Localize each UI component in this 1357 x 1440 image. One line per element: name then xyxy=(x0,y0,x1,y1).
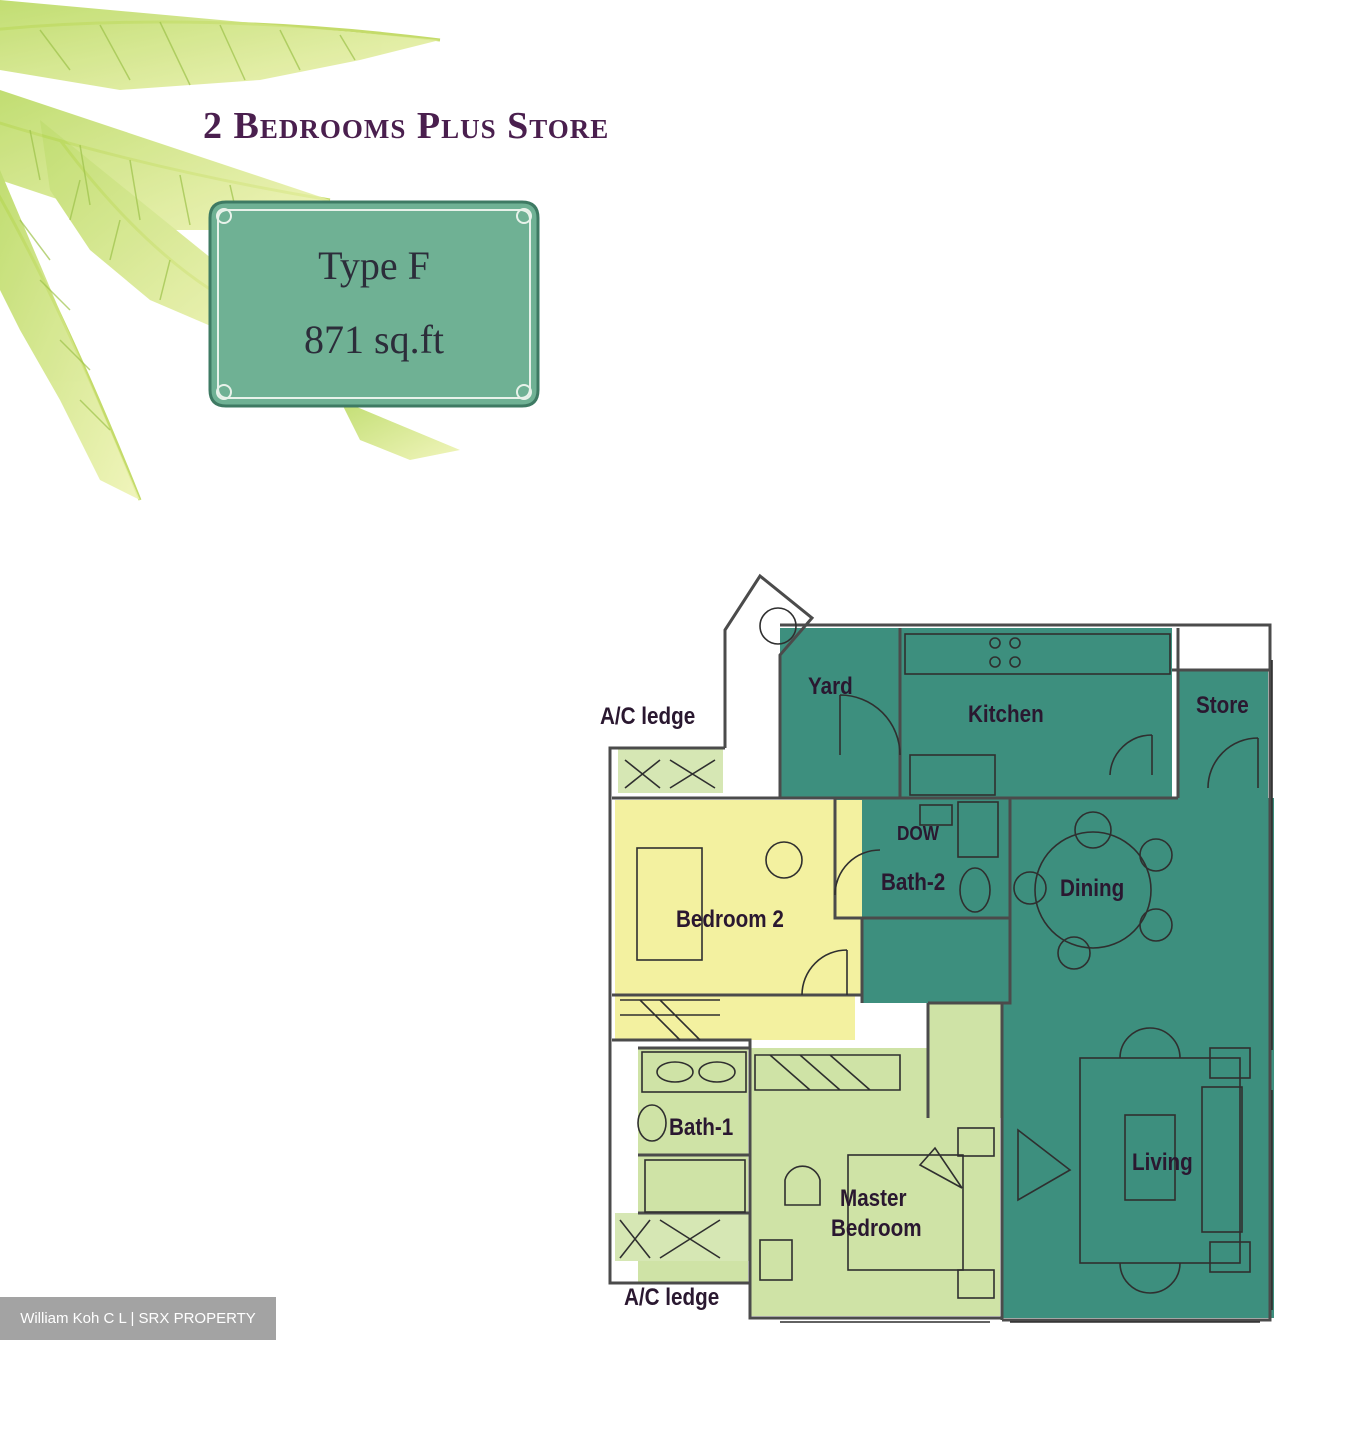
badge-frame xyxy=(208,200,540,408)
label-yard: Yard xyxy=(808,673,853,700)
living-area xyxy=(1002,1003,1274,1318)
label-bath-2: Bath-2 xyxy=(881,869,946,896)
kitchen-area xyxy=(900,628,1172,798)
label-master-bedroom-line1: Master xyxy=(840,1185,907,1212)
ac-ledge-bottom-area xyxy=(615,1213,750,1261)
label-bedroom-2: Bedroom 2 xyxy=(676,906,784,933)
store-area xyxy=(1178,670,1268,798)
fixtures xyxy=(619,607,1273,1323)
bedroom2-area xyxy=(615,800,862,995)
watermark-label: William Koh C L | SRX PROPERTY xyxy=(0,1297,276,1340)
label-ac-ledge-top: A/C ledge xyxy=(600,703,696,730)
palm-leaf-decoration xyxy=(0,0,460,501)
ac-ledge-top-area xyxy=(618,748,723,793)
room-fills xyxy=(615,628,1274,1318)
label-bath-1: Bath-1 xyxy=(669,1114,734,1141)
label-store: Store xyxy=(1196,692,1249,719)
label-master-bedroom-line2: Bedroom xyxy=(831,1215,922,1242)
label-wc: DOW xyxy=(897,823,940,845)
bedroom2-wardrobe xyxy=(615,995,855,1040)
corridor-area xyxy=(862,918,1012,1003)
label-kitchen: Kitchen xyxy=(968,701,1044,728)
unit-area-label: 871 sq.ft xyxy=(304,317,444,362)
label-dining: Dining xyxy=(1060,875,1125,902)
walls xyxy=(608,573,1272,1322)
unit-type-label: Type F xyxy=(318,243,430,288)
floorplan-heading: 2 Bedrooms Plus Store xyxy=(203,105,610,147)
label-ac-ledge-bottom: A/C ledge xyxy=(624,1284,720,1311)
dining-area xyxy=(1009,798,1274,1008)
unit-type-badge: Type F 871 sq.ft xyxy=(206,198,542,410)
label-living: Living xyxy=(1132,1149,1193,1176)
bath2-area xyxy=(834,798,1009,918)
floor-plan xyxy=(608,573,1274,1323)
